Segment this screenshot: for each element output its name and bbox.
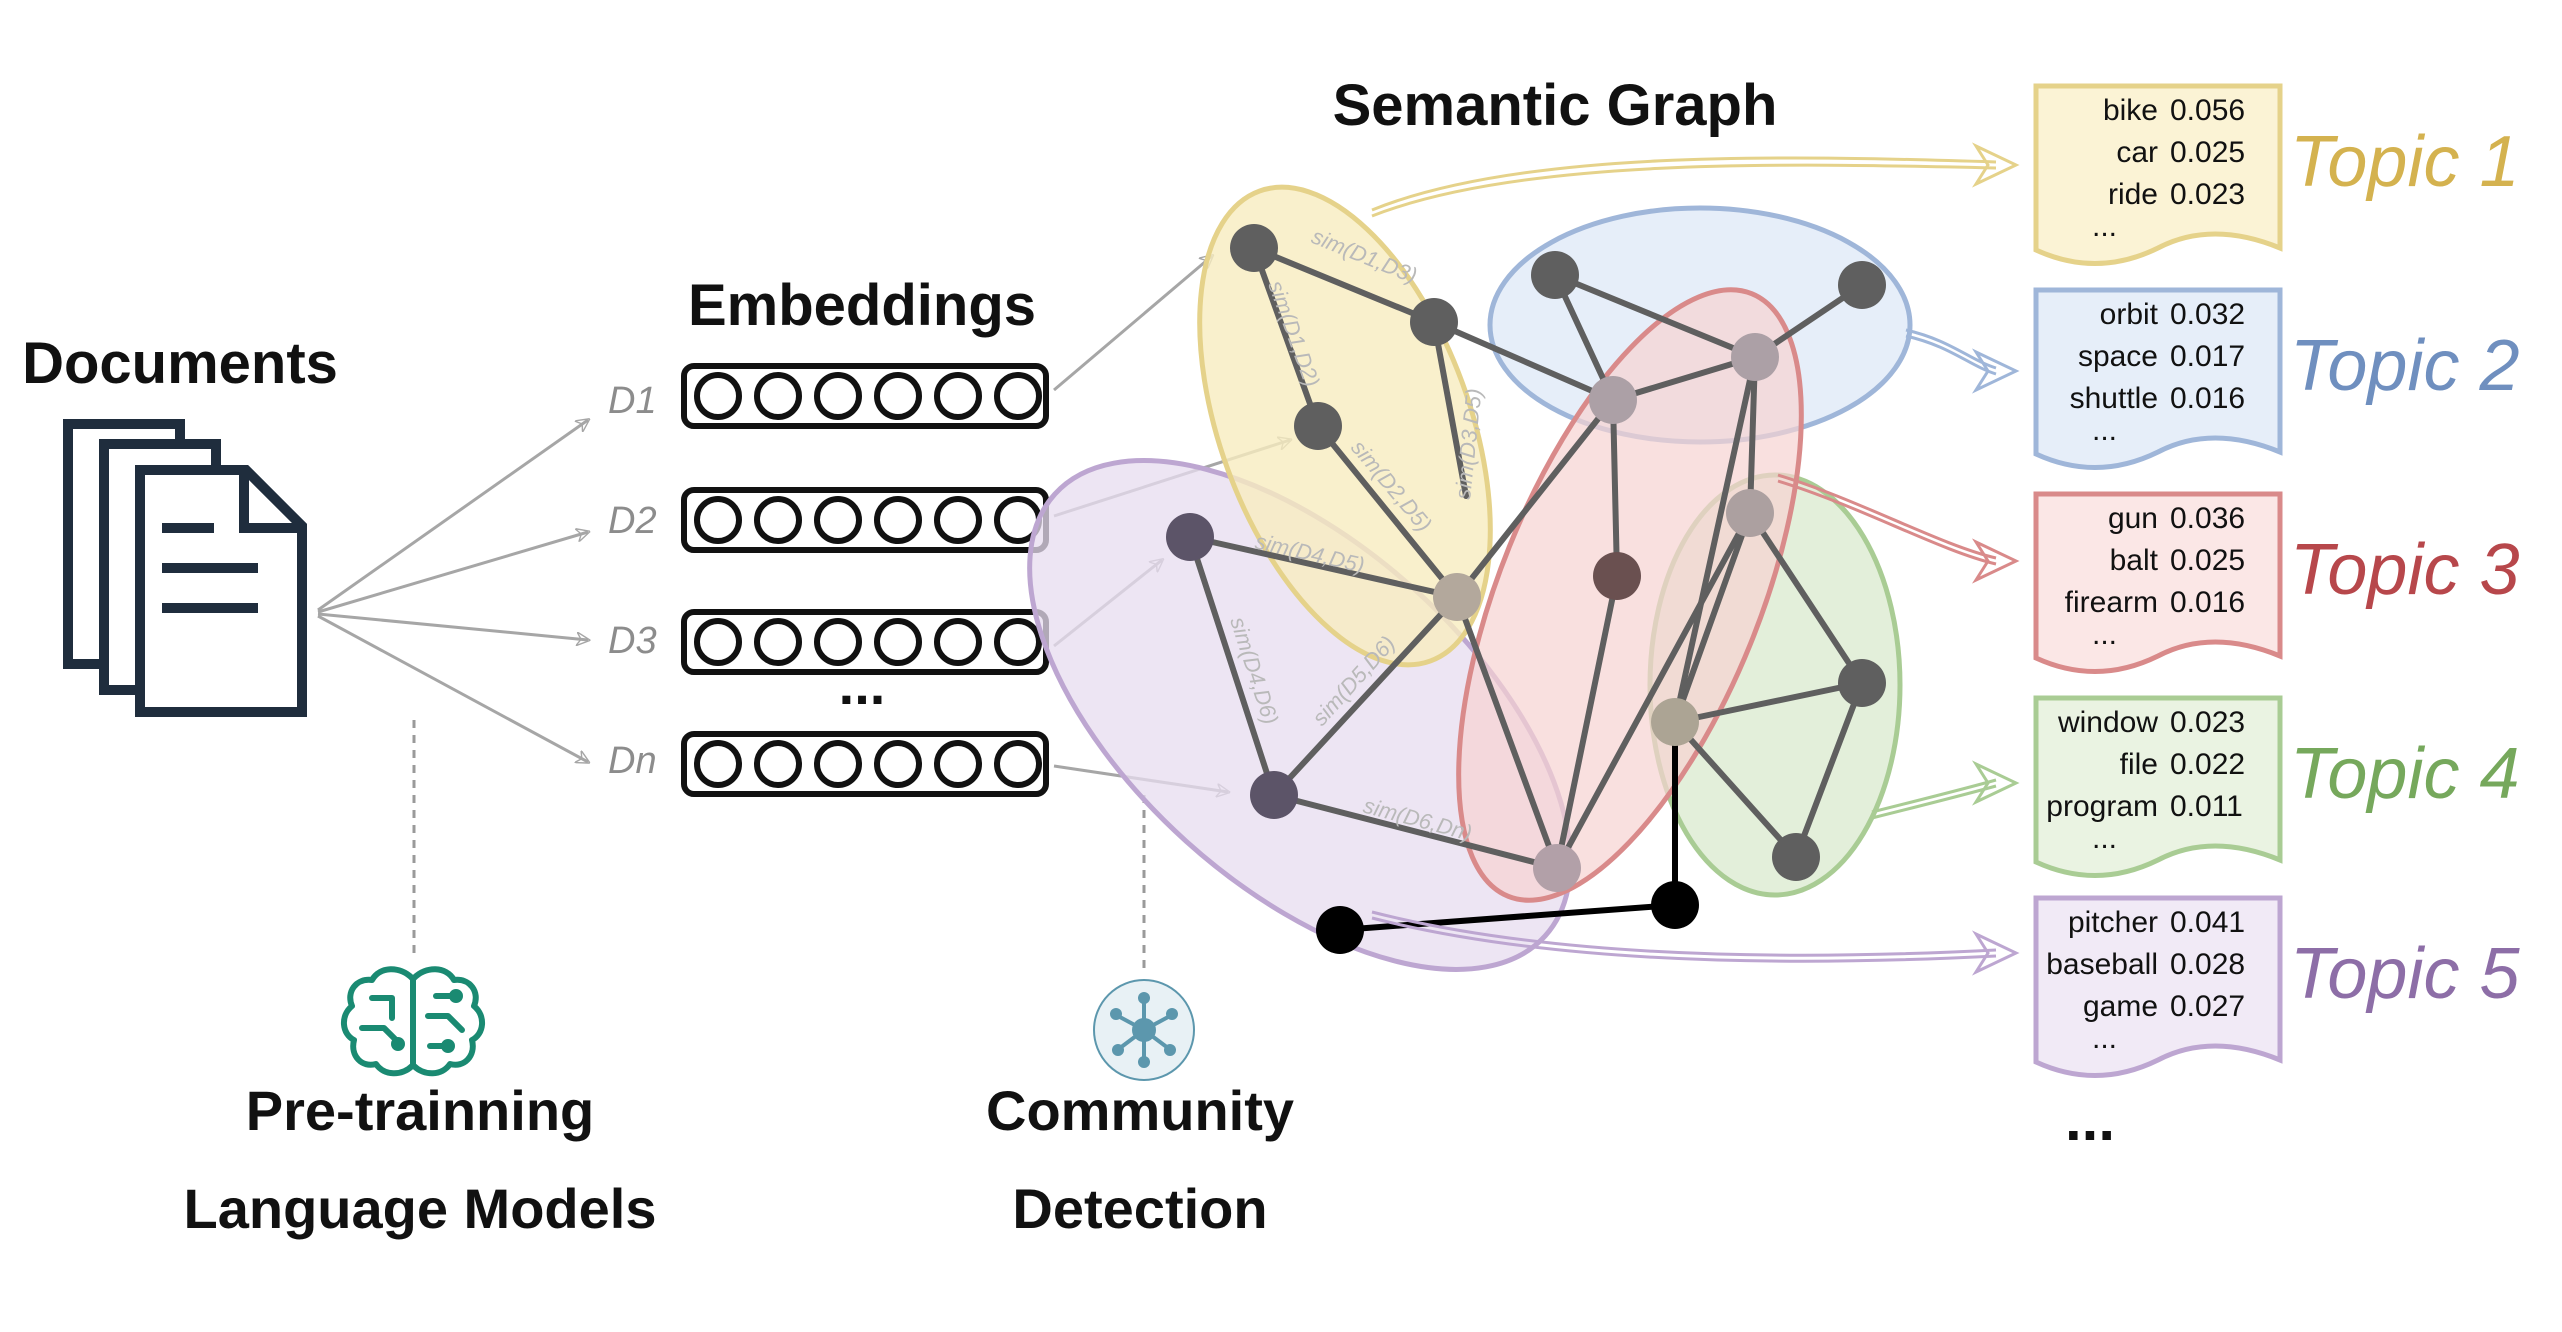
topic-word: shuttle <box>2070 382 2158 415</box>
embedding-vector-d2 <box>681 487 1049 553</box>
community-to-topic-arrows <box>1371 142 2020 976</box>
node-t3c <box>1726 489 1774 537</box>
node-d5 <box>1433 573 1481 621</box>
topic-word-probability: 0.032 <box>2170 298 2245 331</box>
node-t2b <box>1838 261 1886 309</box>
cd-title-line1: Community <box>986 1079 1294 1142</box>
topic-card-4: window 0.023 file 0.022 program 0.011... Topic… <box>2033 695 2520 878</box>
node-d6 <box>1250 771 1298 819</box>
topic-card-background <box>2033 695 2283 878</box>
node-t4b <box>1838 659 1886 707</box>
topic-title-3: Topic 3 <box>2290 530 2520 610</box>
topic-word-probability: 0.036 <box>2170 502 2245 535</box>
document-stack-icon <box>63 419 307 717</box>
community-network-icon <box>1093 979 1195 1081</box>
topic-word-probability: 0.028 <box>2170 948 2245 981</box>
topic-word-probability: 0.016 <box>2170 586 2245 619</box>
doc-label-d1: D1 <box>608 380 657 422</box>
topic-cards: bike 0.056 car 0.025 ride 0.023... Topic 1 orbi… <box>2033 83 2520 1078</box>
node-black-b <box>1316 906 1364 954</box>
topic-word: file <box>2120 748 2158 781</box>
node-t3b <box>1593 552 1641 600</box>
topic-more-ellipsis: ... <box>2092 1022 2117 1055</box>
topic-word: firearm <box>2065 586 2158 619</box>
semantic-graph-title: Semantic Graph <box>1333 73 1778 138</box>
topic-word-probability: 0.025 <box>2170 136 2245 169</box>
topic-word: orbit <box>2100 298 2159 331</box>
doc-label-d3: D3 <box>608 620 657 662</box>
topic-word: car <box>2116 136 2158 169</box>
topic-title-5: Topic 5 <box>2290 934 2520 1014</box>
topic-word-probability: 0.017 <box>2170 340 2245 373</box>
embedding-vector-d3 <box>681 609 1049 675</box>
node-d3 <box>1410 298 1458 346</box>
doc-label-d2: D2 <box>608 500 657 542</box>
topic-word: game <box>2083 990 2158 1023</box>
documents-title: Documents <box>22 331 338 396</box>
node-t2c <box>1731 333 1779 381</box>
plm-title-line1: Pre-trainning <box>246 1079 594 1142</box>
topic-word: gun <box>2108 502 2158 535</box>
embedding-vector-dn <box>681 731 1049 797</box>
node-t2a <box>1531 251 1579 299</box>
embedding-vector-d1 <box>681 363 1049 429</box>
topic-card-3: gun 0.036 balt 0.025 firearm 0.016... Topic 3 <box>2033 491 2520 674</box>
node-t3d <box>1533 844 1581 892</box>
semantic-graph: sim(D1,D3) sim(D1,D2) sim(D2,D5) sim(D3,… <box>1027 184 1913 972</box>
topic-word-probability: 0.023 <box>2170 178 2245 211</box>
topic-word: program <box>2046 790 2158 823</box>
node-t4a <box>1651 698 1699 746</box>
graph-edges <box>1187 245 1865 871</box>
plm-title-line2: Language Models <box>184 1177 657 1240</box>
topic-word-probability: 0.027 <box>2170 990 2245 1023</box>
node-d1 <box>1230 224 1278 272</box>
topic-title-1: Topic 1 <box>2290 122 2520 202</box>
embeddings-title: Embeddings <box>688 273 1036 338</box>
node-d4 <box>1166 513 1214 561</box>
topic-more-ellipsis: ... <box>2092 414 2117 447</box>
topic-word-probability: 0.011 <box>2170 790 2243 823</box>
cd-title-line2: Detection <box>1012 1177 1267 1240</box>
node-t3a <box>1589 376 1637 424</box>
document-fanout-arrows <box>317 420 588 762</box>
topic-word: window <box>2057 706 2158 739</box>
doc-label-dn: Dn <box>608 740 657 782</box>
topic-word: baseball <box>2046 948 2158 981</box>
topic-word-probability: 0.041 <box>2170 906 2245 939</box>
topic-card-background <box>2033 287 2283 470</box>
topic-word: bike <box>2103 94 2158 127</box>
topic-word-probability: 0.056 <box>2170 94 2245 127</box>
topic-word: pitcher <box>2068 906 2158 939</box>
topic-more-ellipsis: ... <box>2092 210 2117 243</box>
topics-ellipsis: ... <box>2065 1086 2115 1153</box>
topic-title-2: Topic 2 <box>2290 326 2520 406</box>
topic-word-probability: 0.025 <box>2170 544 2245 577</box>
brain-circuit-icon <box>341 966 485 1077</box>
node-t4c <box>1772 833 1820 881</box>
node-d2 <box>1294 402 1342 450</box>
topic-title-4: Topic 4 <box>2290 734 2520 814</box>
topic-card-background <box>2033 491 2283 674</box>
topic-card-2: orbit 0.032 space 0.017 shuttle 0.016... Topic… <box>2033 287 2520 470</box>
node-black-a <box>1651 881 1699 929</box>
topic-word-probability: 0.022 <box>2170 748 2245 781</box>
topic-card-background <box>2033 895 2283 1078</box>
topic-more-ellipsis: ... <box>2092 618 2117 651</box>
topic-word: ride <box>2108 178 2158 211</box>
topic-card-1: bike 0.056 car 0.025 ride 0.023... Topic 1 <box>2033 83 2520 266</box>
topic-card-5: pitcher 0.041 baseball 0.028 game 0.027... Top… <box>2033 895 2520 1078</box>
graph-edges-black <box>1337 719 1678 933</box>
topic-word-probability: 0.023 <box>2170 706 2245 739</box>
topic-more-ellipsis: ... <box>2092 822 2117 855</box>
graph-nodes <box>1166 224 1886 954</box>
topic-word: space <box>2078 340 2158 373</box>
topic-word: balt <box>2110 544 2159 577</box>
topic-card-background <box>2033 83 2283 266</box>
topic-word-probability: 0.016 <box>2170 382 2245 415</box>
embedding-ellipsis: ... <box>839 653 886 716</box>
